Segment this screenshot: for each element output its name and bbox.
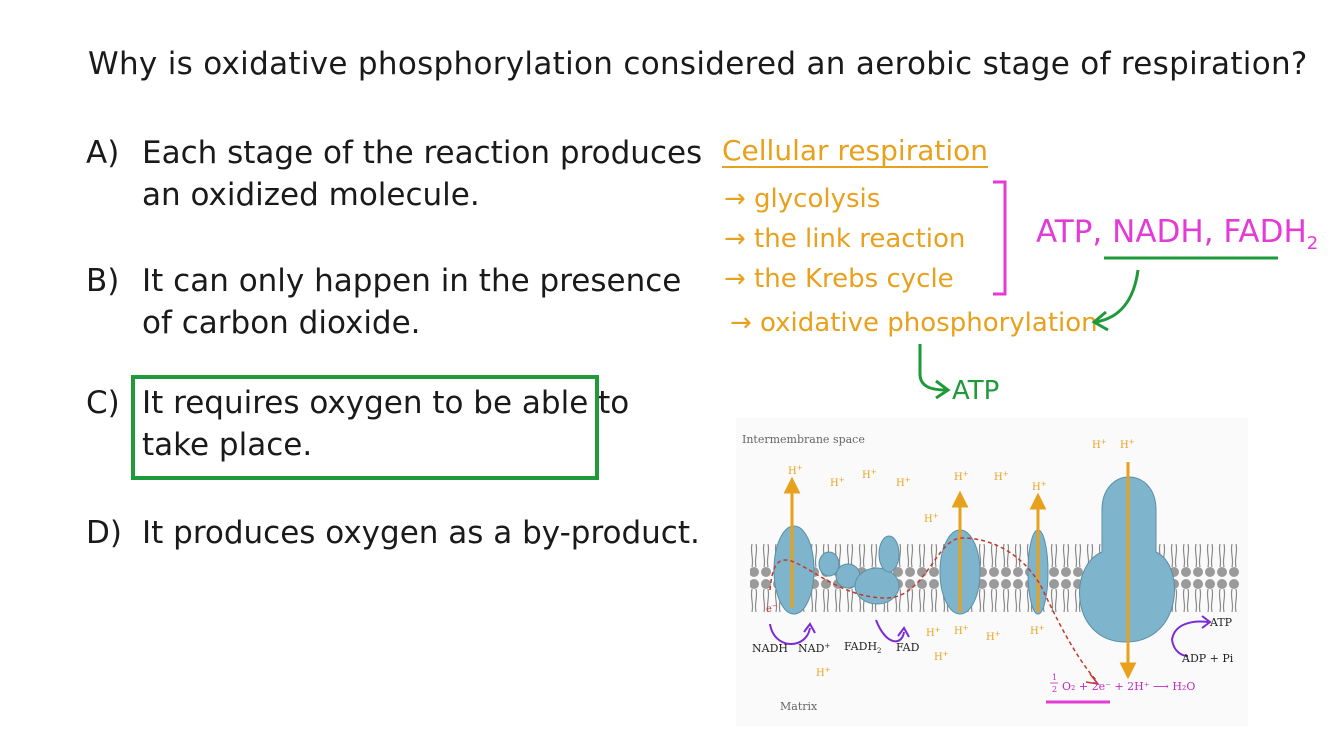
complex-i bbox=[773, 525, 815, 615]
stage-link-reaction: → the link reaction bbox=[724, 224, 966, 254]
nad-label: NAD+ bbox=[798, 642, 830, 655]
proton-labels: H+ H+ H+ H+ H+ H+ H+ H+ H+ H+ H+ H+ H+ H… bbox=[788, 438, 1135, 679]
option-c-line1: It requires oxygen to be able to bbox=[142, 385, 630, 421]
option-a-line1: Each stage of the reaction produces bbox=[142, 135, 703, 171]
svg-text:H+: H+ bbox=[954, 624, 969, 637]
electron-path bbox=[769, 537, 1097, 681]
option-c-label: C) bbox=[86, 385, 120, 421]
arrow-to-ox-phos-icon bbox=[1095, 269, 1140, 324]
fadh2-label: FADH2 bbox=[844, 640, 882, 655]
svg-text:2: 2 bbox=[1052, 685, 1057, 694]
svg-text:1: 1 bbox=[1052, 673, 1057, 682]
adp-label: ADP + Pi bbox=[1181, 652, 1234, 665]
option-a[interactable]: A) Each stage of the reaction produces an… bbox=[86, 132, 702, 216]
fad-label: FAD bbox=[896, 641, 920, 654]
option-d-line1: It produces oxygen as a by-product. bbox=[142, 515, 700, 551]
stage-krebs-cycle: → the Krebs cycle bbox=[724, 264, 954, 294]
notes-title: Cellular respiration bbox=[722, 134, 988, 167]
svg-text:H+: H+ bbox=[994, 470, 1009, 483]
option-c[interactable]: C) It requires oxygen to be able to take … bbox=[86, 382, 629, 466]
svg-text:H+: H+ bbox=[1120, 438, 1135, 451]
svg-text:H+: H+ bbox=[934, 650, 949, 663]
option-d[interactable]: D) It produces oxygen as a by-product. bbox=[86, 512, 700, 554]
option-b[interactable]: B) It can only happen in the presence of … bbox=[86, 260, 681, 344]
svg-text:H+: H+ bbox=[926, 626, 941, 639]
option-b-line2: of carbon dioxide. bbox=[142, 305, 421, 341]
svg-text:H+: H+ bbox=[1092, 438, 1107, 451]
svg-text:H+: H+ bbox=[816, 666, 831, 679]
atp-label: ATP bbox=[1209, 616, 1233, 629]
electron-transport-chain-diagram: Intermembrane space Matrix bbox=[736, 418, 1248, 726]
electron-label: e− bbox=[766, 602, 778, 615]
stage-oxidative-phosphorylation: → oxidative phosphorylation bbox=[730, 308, 1098, 338]
bracket-icon bbox=[993, 180, 1007, 296]
option-c-line2: take place. bbox=[142, 427, 313, 463]
stage-glycolysis: → glycolysis bbox=[724, 184, 881, 214]
svg-text:H+: H+ bbox=[1032, 480, 1047, 493]
svg-text:H+: H+ bbox=[862, 468, 877, 481]
svg-text:O₂ + 2e⁻ + 2H⁺ ⟶ H₂O: O₂ + 2e⁻ + 2H⁺ ⟶ H₂O bbox=[1062, 680, 1195, 693]
svg-text:H+: H+ bbox=[788, 464, 803, 477]
option-b-line1: It can only happen in the presence bbox=[142, 263, 682, 299]
option-b-label: B) bbox=[86, 263, 120, 299]
svg-text:H+: H+ bbox=[954, 470, 969, 483]
arrow-to-atp-icon bbox=[918, 344, 947, 392]
correct-answer-highlight bbox=[131, 375, 599, 480]
svg-text:H+: H+ bbox=[986, 630, 1001, 643]
option-a-label: A) bbox=[86, 135, 120, 171]
matrix-label: Matrix bbox=[780, 700, 818, 713]
svg-text:H+: H+ bbox=[896, 476, 911, 489]
complex-ii bbox=[854, 567, 900, 605]
svg-text:H+: H+ bbox=[1030, 624, 1045, 637]
svg-text:H+: H+ bbox=[830, 476, 845, 489]
nadh-label: NADH bbox=[752, 642, 788, 655]
atp-output-label: ATP bbox=[952, 376, 1000, 406]
water-equation: 1 2 O₂ + 2e⁻ + 2H⁺ ⟶ H₂O bbox=[1050, 673, 1195, 694]
svg-text:H+: H+ bbox=[924, 512, 939, 525]
intermembrane-label: Intermembrane space bbox=[742, 433, 865, 446]
question-text: Why is oxidative phosphorylation conside… bbox=[88, 46, 1308, 82]
option-d-label: D) bbox=[86, 515, 122, 551]
option-a-line2: an oxidized molecule. bbox=[142, 177, 480, 213]
energy-carriers: ATP, NADH, FADH2 bbox=[1036, 214, 1319, 255]
